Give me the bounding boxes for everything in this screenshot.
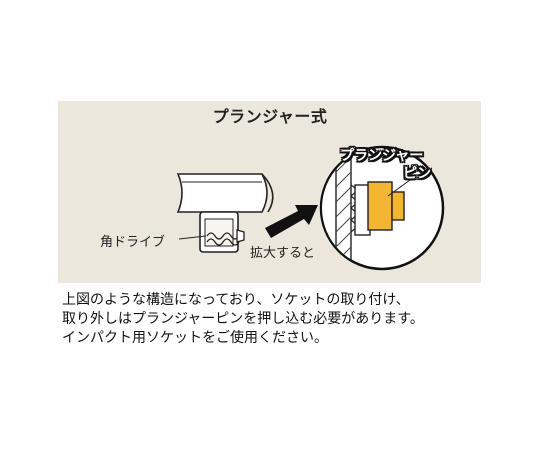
description-line-1: 上図のような構造になっており、ソケットの取り付け、 <box>62 292 410 308</box>
ratchet-handle <box>176 173 274 213</box>
description-text: 上図のような構造になっており、ソケットの取り付け、 取り外しはプランジャーピンを… <box>62 291 502 348</box>
plunger-pin <box>367 181 393 231</box>
square-drive <box>199 211 245 253</box>
plunger-pin-callout-line2: ピン <box>403 166 431 182</box>
drive-label: 角ドライブ <box>100 235 166 250</box>
description-line-3: インパクト用ソケットをご使用ください。 <box>62 330 328 346</box>
zoom-label: 拡大すると <box>250 246 316 261</box>
drive-leader-line <box>178 235 207 240</box>
zoom-arrow <box>265 205 318 238</box>
plunger-pin-callout-line1: プランジャー <box>340 148 424 164</box>
diagram-title: プランジャー式 <box>212 107 328 126</box>
description-line-2: 取り外しはプランジャーピンを押し込む必要があります。 <box>62 311 424 327</box>
